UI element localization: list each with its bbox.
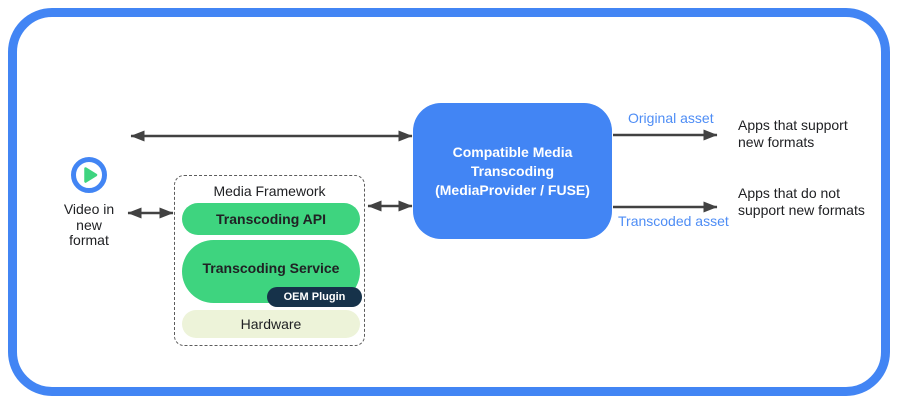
apps-support-new-formats-text: Apps that support new formats <box>738 117 848 150</box>
hardware-pill: Hardware <box>182 310 360 338</box>
hardware-label: Hardware <box>240 316 302 332</box>
media-framework-title: Media Framework <box>213 183 326 199</box>
compatible-media-transcoding-box: Compatible Media Transcoding (MediaProvi… <box>413 103 612 239</box>
transcoded-asset-label: Transcoded asset <box>618 213 729 229</box>
diagram-border-frame <box>8 8 890 396</box>
original-asset-label: Original asset <box>628 110 714 126</box>
play-icon <box>71 157 107 193</box>
transcoding-api-label: Transcoding API <box>216 211 326 227</box>
apps-do-not-support-new-formats-text: Apps that do not support new formats <box>738 185 865 218</box>
compatible-media-transcoding-label: Compatible Media Transcoding (MediaProvi… <box>435 143 590 198</box>
video-source-label: Video in new format <box>63 201 115 248</box>
oem-plugin-pill: OEM Plugin <box>267 287 362 307</box>
transcoding-api-pill: Transcoding API <box>182 203 360 235</box>
oem-plugin-label: OEM Plugin <box>283 291 346 303</box>
transcoding-service-label: Transcoding Service <box>202 259 340 276</box>
media-framework-box <box>174 175 365 346</box>
